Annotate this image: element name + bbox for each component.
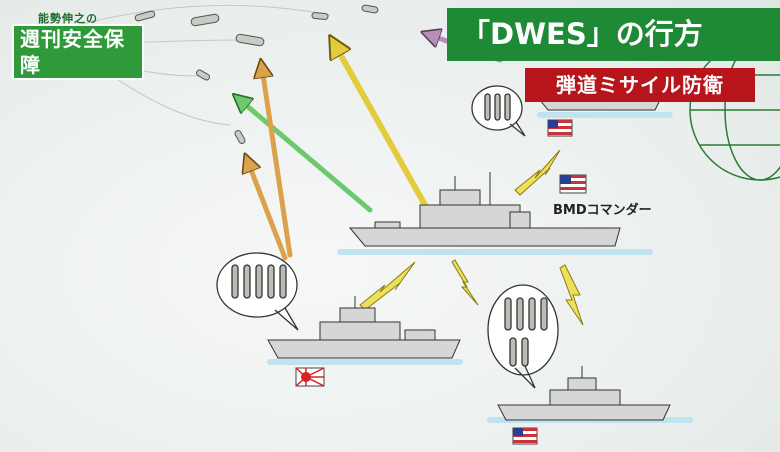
show-title: 週刊安全保障 — [12, 24, 144, 80]
subheadline-banner: 弾道ミサイル防衛 — [525, 68, 755, 102]
bubble-south — [487, 284, 559, 389]
jmsdf-destroyer — [267, 296, 461, 359]
bmd-cruiser — [348, 172, 621, 247]
bubble-north — [471, 85, 526, 137]
headline-banner: 「DWES」の行方 — [447, 8, 780, 61]
jmsdf-ensign-flag — [295, 367, 325, 387]
show-subtitle: 能勢伸之の — [38, 12, 98, 25]
bmd-commander-label: BMDコマンダー — [553, 203, 652, 218]
us-flag-south — [512, 427, 538, 445]
us-flag-north — [547, 119, 573, 137]
bubble-west — [216, 252, 299, 331]
usn-destroyer — [497, 366, 671, 421]
globe-grid — [689, 39, 780, 181]
show-logo: 能勢伸之の 週刊安全保障 — [4, 4, 144, 80]
water-strokes — [267, 112, 693, 423]
datalink-bolts — [359, 149, 584, 326]
interceptor-arrows — [240, 35, 503, 261]
us-flag-cruiser — [559, 174, 587, 194]
